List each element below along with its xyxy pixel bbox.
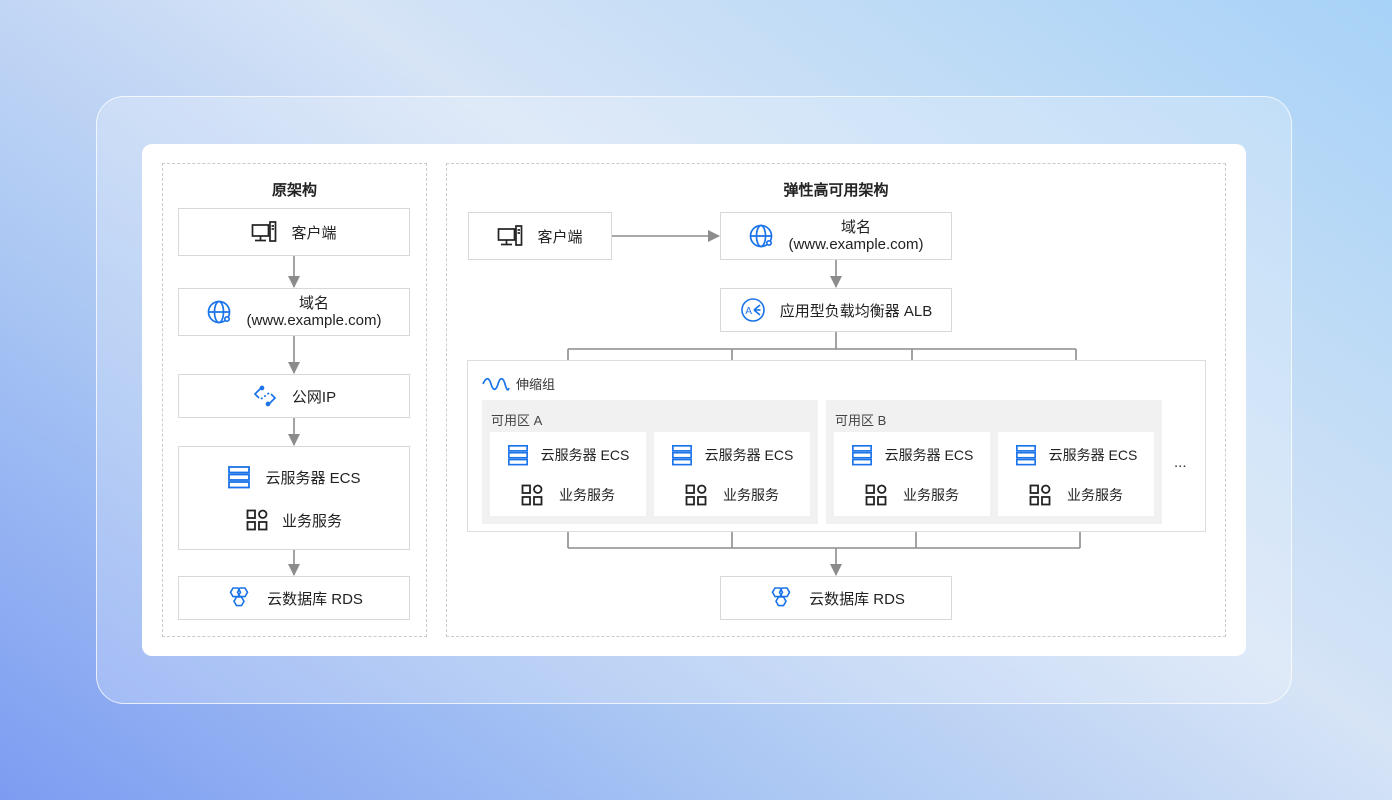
- left-panel-title: 原架构: [271, 182, 317, 199]
- svg-text:A: A: [745, 306, 752, 317]
- apps-grid-icon: [685, 484, 707, 506]
- database-hexagon-icon: [767, 586, 795, 610]
- service-row: 业务服务: [490, 484, 646, 506]
- zone-a-label: 可用区 A: [491, 413, 543, 428]
- right-client-label: 客户端: [537, 228, 583, 246]
- apps-grid-icon: [521, 484, 543, 506]
- left-client-label: 客户端: [291, 224, 337, 242]
- server-icon: [1015, 444, 1037, 466]
- service-label: 业务服务: [903, 487, 959, 503]
- service-row: 业务服务: [654, 484, 810, 506]
- globe-icon: [748, 223, 774, 249]
- right-domain-line2: (www.example.com): [788, 236, 924, 253]
- ecs-label: 云服务器 ECS: [884, 447, 974, 463]
- ecs-row: 云服务器 ECS: [998, 444, 1154, 466]
- apps-grid-icon: [865, 484, 887, 506]
- scaling-group-label: 伸缩组: [516, 377, 556, 392]
- left-ecs-label: 云服务器 ECS: [265, 469, 361, 487]
- database-hexagon-icon: [225, 586, 253, 610]
- right-rds-node: 云数据库 RDS: [720, 576, 952, 620]
- alb-label: 应用型负载均衡器 ALB: [779, 302, 933, 320]
- server-icon: [671, 444, 693, 466]
- apps-grid-icon: [1029, 484, 1051, 506]
- ecs-label: 云服务器 ECS: [1048, 447, 1138, 463]
- scaling-wave-icon: [482, 376, 510, 392]
- service-label: 业务服务: [559, 487, 615, 503]
- right-panel-title: 弹性高可用架构: [783, 182, 889, 199]
- left-rds-label: 云数据库 RDS: [267, 590, 363, 608]
- right-domain-line1: 域名: [840, 219, 871, 236]
- right-rds-label: 云数据库 RDS: [809, 590, 905, 608]
- service-label: 业务服务: [1067, 487, 1123, 503]
- left-client-node: 客户端: [178, 208, 410, 256]
- zone-b-label: 可用区 B: [835, 413, 887, 428]
- left-public-ip-label: 公网IP: [291, 388, 337, 406]
- service-label: 业务服务: [723, 487, 779, 503]
- left-rds-node: 云数据库 RDS: [178, 576, 410, 620]
- left-domain-line2: (www.example.com): [246, 312, 382, 329]
- more-ellipsis: ...: [1174, 454, 1187, 471]
- ecs-card-b1: 云服务器 ECS 业务服务: [834, 432, 990, 516]
- left-ecs-node: 云服务器 ECS 业务服务: [178, 446, 410, 550]
- server-icon: [227, 465, 251, 489]
- right-client-node: 客户端: [468, 212, 612, 260]
- service-row: 业务服务: [834, 484, 990, 506]
- left-domain-node: 域名 (www.example.com): [178, 288, 410, 336]
- client-terminal-icon: [497, 224, 523, 248]
- server-icon: [851, 444, 873, 466]
- left-service-label: 业务服务: [281, 512, 342, 530]
- left-service-row: 业务服务: [246, 509, 342, 531]
- left-ecs-row: 云服务器 ECS: [227, 465, 361, 489]
- elastic-architecture-panel: [446, 163, 1226, 637]
- ecs-row: 云服务器 ECS: [490, 444, 646, 466]
- right-domain-node: 域名 (www.example.com): [720, 212, 952, 260]
- scaling-group-header: 伸缩组: [482, 374, 555, 393]
- ecs-card-b2: 云服务器 ECS 业务服务: [998, 432, 1154, 516]
- globe-icon: [206, 299, 232, 325]
- alb-node: A 应用型负载均衡器 ALB: [720, 288, 952, 332]
- load-balancer-icon: A: [740, 297, 766, 323]
- original-architecture-panel: [162, 163, 427, 637]
- ecs-label: 云服务器 ECS: [704, 447, 794, 463]
- ecs-card-a2: 云服务器 ECS 业务服务: [654, 432, 810, 516]
- ecs-row: 云服务器 ECS: [834, 444, 990, 466]
- apps-grid-icon: [246, 509, 268, 531]
- ecs-label: 云服务器 ECS: [540, 447, 630, 463]
- left-domain-line1: 域名: [298, 295, 329, 312]
- public-ip-icon: [252, 384, 278, 408]
- service-row: 业务服务: [998, 484, 1154, 506]
- left-public-ip-node: 公网IP: [178, 374, 410, 418]
- ecs-card-a1: 云服务器 ECS 业务服务: [490, 432, 646, 516]
- ecs-row: 云服务器 ECS: [654, 444, 810, 466]
- server-icon: [507, 444, 529, 466]
- client-terminal-icon: [251, 220, 277, 244]
